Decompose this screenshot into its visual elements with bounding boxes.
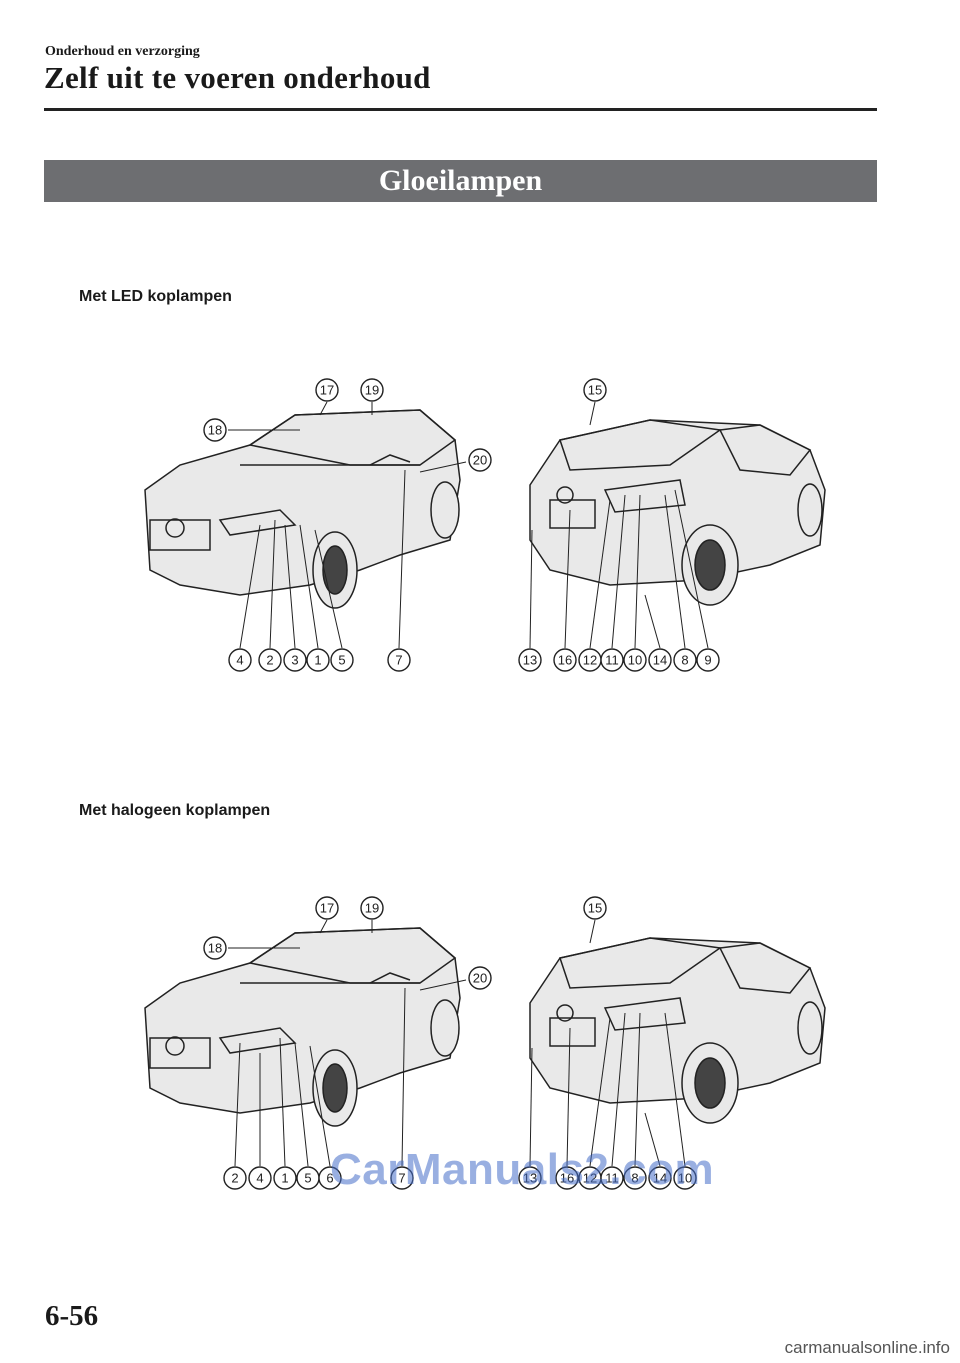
callout-7: 7 <box>387 648 411 672</box>
svg-text:13: 13 <box>523 1171 537 1186</box>
svg-text:2: 2 <box>231 1171 238 1186</box>
rear-car-illustration-icon <box>529 419 826 606</box>
svg-text:8: 8 <box>681 653 688 668</box>
callout-2: 2 <box>258 648 282 672</box>
svg-text:14: 14 <box>653 1171 667 1186</box>
callout-14: 14 <box>648 648 672 672</box>
callout-13: 13 <box>518 648 542 672</box>
front-leaders <box>228 401 467 649</box>
svg-text:10: 10 <box>678 1171 692 1186</box>
figure-led: 17 19 18 20 4 2 3 1 5 7 15 13 16 12 11 1… <box>144 378 826 672</box>
callout-19: 19 <box>360 378 384 402</box>
callout-17: 17 <box>315 378 339 402</box>
callout-12: 12 <box>578 648 602 672</box>
figure-caption-halogen: Met halogeen koplampen <box>79 802 271 819</box>
callout-5: 5 <box>330 648 354 672</box>
svg-text:18: 18 <box>208 423 222 438</box>
svg-text:8: 8 <box>631 1171 638 1186</box>
callout-17: 17 <box>315 896 339 920</box>
watermark[interactable]: CarManuals2.com <box>330 1145 715 1194</box>
svg-text:17: 17 <box>320 901 334 916</box>
callout-4: 4 <box>228 648 252 672</box>
callout-11: 11 <box>600 648 624 672</box>
callout-16: 16 <box>553 648 577 672</box>
callout-1: 1 <box>306 648 330 672</box>
svg-text:7: 7 <box>395 653 402 668</box>
svg-text:9: 9 <box>704 653 711 668</box>
svg-text:15: 15 <box>588 383 602 398</box>
svg-text:18: 18 <box>208 941 222 956</box>
callout-3: 3 <box>283 648 307 672</box>
callout-19: 19 <box>360 896 384 920</box>
callout-10: 10 <box>623 648 647 672</box>
svg-text:3: 3 <box>291 653 298 668</box>
callout-7: 7 <box>390 1166 414 1190</box>
callout-20: 20 <box>468 448 492 472</box>
svg-text:11: 11 <box>605 1171 619 1186</box>
svg-text:2: 2 <box>266 653 273 668</box>
rear-leaders <box>529 919 686 1167</box>
svg-text:4: 4 <box>236 653 243 668</box>
callout-8: 8 <box>673 648 697 672</box>
page-title: Zelf uit te voeren onderhoud <box>44 60 431 95</box>
front-car-illustration-icon <box>144 409 461 609</box>
callout-11: 11 <box>600 1166 624 1190</box>
svg-text:5: 5 <box>338 653 345 668</box>
svg-text:20: 20 <box>473 971 487 986</box>
section-banner: Gloeilampen <box>44 160 877 202</box>
callout-14: 14 <box>648 1166 672 1190</box>
callout-15: 15 <box>583 378 607 402</box>
callout-2: 2 <box>223 1166 247 1190</box>
svg-text:5: 5 <box>304 1171 311 1186</box>
callout-10: 10 <box>673 1166 697 1190</box>
svg-text:1: 1 <box>314 653 321 668</box>
svg-text:16: 16 <box>558 653 572 668</box>
svg-text:13: 13 <box>523 653 537 668</box>
svg-text:16: 16 <box>560 1171 574 1186</box>
figure-caption-led: Met LED koplampen <box>79 288 232 305</box>
svg-text:10: 10 <box>628 653 642 668</box>
callout-6: 6 <box>318 1166 342 1190</box>
site-footer-link[interactable]: carmanualsonline.info <box>784 1338 950 1357</box>
svg-text:11: 11 <box>605 653 619 668</box>
page-number: 6-56 <box>45 1300 99 1332</box>
svg-text:19: 19 <box>365 901 379 916</box>
svg-text:12: 12 <box>583 653 597 668</box>
callout-5: 5 <box>296 1166 320 1190</box>
svg-text:19: 19 <box>365 383 379 398</box>
svg-text:14: 14 <box>653 653 667 668</box>
svg-text:7: 7 <box>398 1171 405 1186</box>
callout-1: 1 <box>273 1166 297 1190</box>
callout-15: 15 <box>583 896 607 920</box>
svg-text:20: 20 <box>473 453 487 468</box>
callout-16: 16 <box>555 1166 579 1190</box>
rear-car-illustration-icon <box>529 937 826 1124</box>
front-car-illustration-icon <box>144 927 461 1127</box>
figure-halogen: 17 19 18 20 2 4 1 5 6 7 15 13 16 12 11 8… <box>144 896 826 1190</box>
section-label: Onderhoud en verzorging <box>45 44 200 59</box>
callout-18: 18 <box>203 418 227 442</box>
header-rule <box>44 108 877 111</box>
svg-text:12: 12 <box>583 1171 597 1186</box>
callout-13: 13 <box>518 1166 542 1190</box>
callout-4: 4 <box>248 1166 272 1190</box>
front-leaders <box>228 919 467 1167</box>
svg-text:6: 6 <box>326 1171 333 1186</box>
callout-9: 9 <box>696 648 720 672</box>
svg-text:1: 1 <box>281 1171 288 1186</box>
svg-text:4: 4 <box>256 1171 263 1186</box>
callout-20: 20 <box>468 966 492 990</box>
callout-8: 8 <box>623 1166 647 1190</box>
rear-leaders <box>529 401 709 649</box>
svg-text:15: 15 <box>588 901 602 916</box>
callout-18: 18 <box>203 936 227 960</box>
banner-title: Gloeilampen <box>378 164 543 197</box>
svg-text:17: 17 <box>320 383 334 398</box>
